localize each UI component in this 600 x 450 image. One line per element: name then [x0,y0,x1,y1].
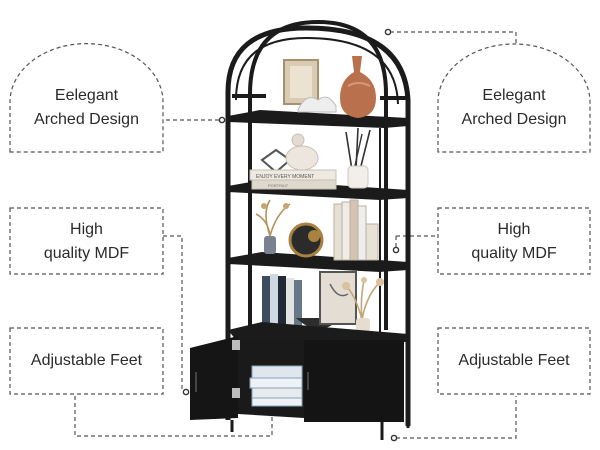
callout-line: Eelegant [54,87,119,104]
shelf-board-1 [228,110,408,128]
connector-bottom-right [396,396,517,439]
cabinet-right-door [304,340,404,422]
cabinet-icon [190,322,410,440]
callout-line: Adjustable Feet [30,352,143,369]
callout-mdf-right: High quality MDF [438,218,590,266]
connector-top-right [390,31,517,44]
cabinet-top [228,322,408,342]
fourth-shelf-decor [262,271,384,332]
callout-line: quality MDF [471,245,557,262]
books-icon [333,199,379,261]
callout-line: Arched Design [461,111,567,128]
callout-line: quality MDF [43,245,130,262]
connector-bottom-left [74,396,273,437]
connector-dot [182,388,190,396]
callout-box-left-mid [9,207,164,275]
callout-arched-left: Eelegant Arched Design [10,84,163,132]
connector-dot [392,246,400,254]
second-shelf-decor: ENJOY EVERY MOMENT PORTRAIT [249,127,371,190]
callout-feet-right: Adjustable Feet [438,349,590,373]
connector-lines [74,31,517,439]
books-stack-icon: ENJOY EVERY MOMENT PORTRAIT [249,169,337,190]
callout-box-right-mid [437,207,591,275]
shelf-board-3 [228,252,408,272]
callout-line: High [497,221,531,238]
plant-icon [255,199,291,254]
vase-icon [340,56,376,118]
book-spine-subtitle: PORTRAIT [268,183,289,188]
connector-dot [384,28,392,36]
callout-line: Arched Design [34,111,139,128]
connector-dot [218,116,226,124]
cabinet-left-door [190,336,238,420]
callout-outlines [9,43,591,395]
dried-plant-icon [342,277,384,332]
callout-arched-right: Eelegant Arched Design [438,84,590,132]
shelf-front-arch [225,25,411,426]
shelf-inner-arch [235,36,399,105]
callout-box-left-bottom [9,327,164,395]
callout-line: Eelegant [482,87,546,104]
third-shelf-decor [255,199,379,261]
jar-icon [285,145,319,171]
connector-mid-left [163,235,183,392]
book-spine-title: ENJOY EVERY MOMENT [256,174,314,180]
connector-mid-right [395,235,438,250]
sculpture-icon [297,96,337,113]
standing-books-icon [262,274,302,332]
reed-diffuser-icon [345,127,371,189]
folders-icon [249,365,303,407]
callout-mdf-left: High quality MDF [10,218,163,266]
lantern-icon [260,148,292,174]
top-shelf-decor [283,56,376,118]
callout-line: Adjustable Feet [458,352,570,369]
arched-bookshelf-illustration: ENJOY EVERY MOMENT PORTRAIT [190,19,411,440]
leaning-frame-icon [319,271,357,325]
callout-box-right-bottom [437,327,591,395]
callout-line: High [70,221,103,238]
connector-dot [390,434,398,442]
callout-feet-left: Adjustable Feet [10,349,163,373]
